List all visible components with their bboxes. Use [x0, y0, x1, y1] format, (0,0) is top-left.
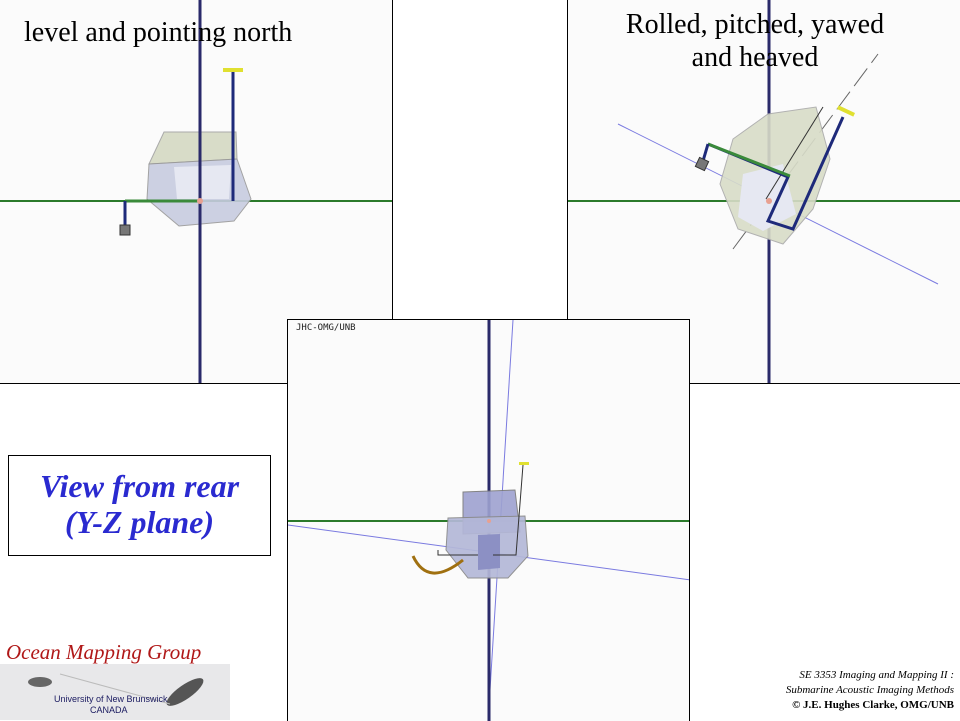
view-level-panel: [0, 0, 393, 384]
rolled-view-drawing: [568, 0, 960, 383]
transducer-icon: [694, 156, 710, 172]
reference-point: [487, 519, 491, 523]
gps-boom: [493, 464, 524, 556]
credits-course: SE 3353 Imaging and Mapping II :: [799, 669, 954, 681]
transducer-arm: [707, 142, 791, 178]
panel-label: JHC-OMG/UNB: [296, 323, 356, 333]
slide-credits: SE 3353 Imaging and Mapping II : Submari…: [786, 668, 954, 713]
gps-antenna-icon: [836, 105, 856, 117]
hull-edge: [765, 106, 824, 200]
view-rear-panel: JHC-OMG/UNB: [287, 319, 690, 721]
hull-keel: [478, 534, 500, 570]
reference-point: [197, 198, 203, 204]
omg-logo: Ocean Mapping Group University of New Br…: [0, 636, 230, 720]
logo-country: CANADA: [90, 705, 128, 715]
transducer-pole: [701, 143, 710, 162]
hull-top: [148, 131, 238, 165]
view-title-box: View from rear (Y-Z plane): [8, 455, 271, 556]
level-caption: level and pointing north: [24, 17, 293, 48]
rolled-caption: Rolled, pitched, yawed and heaved: [570, 8, 940, 74]
whale-icon: [166, 678, 204, 706]
credits-copyright: © J.E. Hughes Clarke, OMG/UNB: [792, 699, 954, 711]
sonar-line: [59, 673, 171, 705]
transducer-icon: [119, 224, 131, 236]
logo-title: Ocean Mapping Group: [6, 640, 202, 664]
roll-arc: [411, 555, 464, 575]
gps-antenna-icon: [519, 462, 529, 465]
credits-subject: Submarine Acoustic Imaging Methods: [785, 684, 954, 696]
gps-antenna-icon: [223, 68, 243, 72]
view-title-line2: (Y-Z plane): [64, 504, 214, 540]
hull-highlight: [174, 165, 231, 199]
rolled-caption-line2: and heaved: [691, 42, 819, 73]
reference-point: [766, 198, 772, 204]
transducer-arm: [437, 550, 478, 556]
logo-university: University of New Brunswick: [54, 694, 168, 704]
level-view-drawing: [0, 0, 392, 383]
rear-view-drawing: [288, 320, 689, 721]
rolled-caption-line1: Rolled, pitched, yawed: [625, 9, 885, 40]
logo-artwork: [0, 664, 230, 720]
view-title-line1: View from rear: [39, 468, 240, 504]
fish-icon: [28, 677, 52, 687]
